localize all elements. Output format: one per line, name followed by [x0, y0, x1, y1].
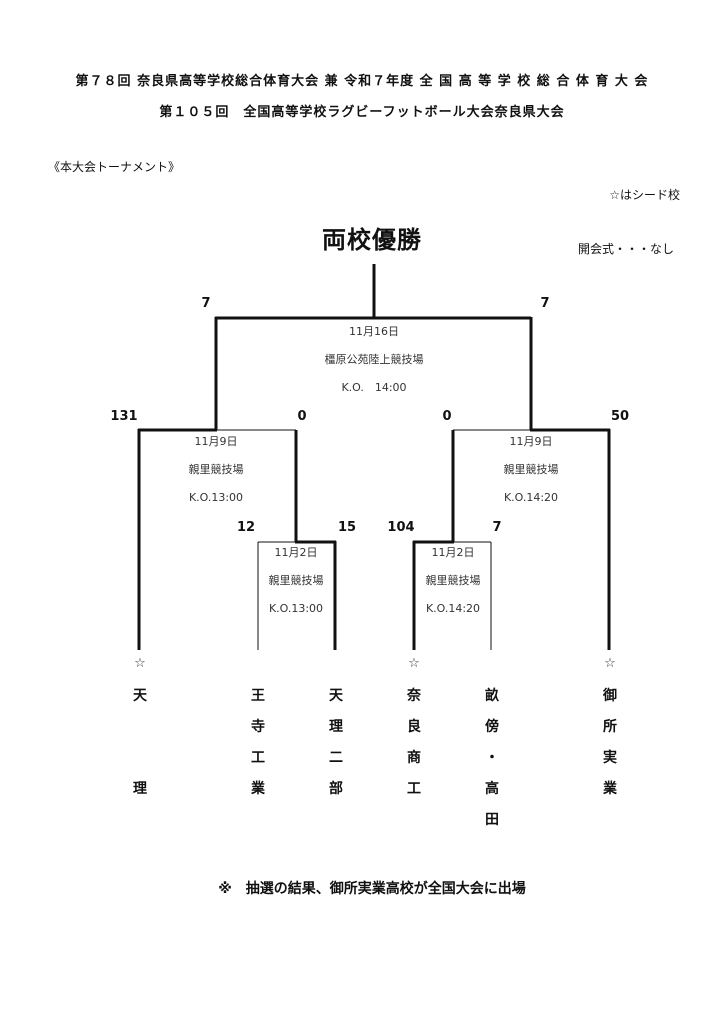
team-char: 実 — [603, 750, 617, 766]
final-date: 11月16日 — [349, 325, 399, 338]
team-char: 奈 — [407, 688, 421, 704]
final-score-right: 7 — [540, 296, 550, 311]
team-char: 天 — [329, 688, 343, 704]
quarter-right-info: 11月2日 親里競技場 K.O.14:20 — [426, 539, 481, 623]
quarter-right-score-left: 104 — [387, 520, 415, 535]
final-venue: 橿原公苑陸上競技場 — [324, 353, 424, 366]
final-score-left: 7 — [201, 296, 211, 311]
team-char: 所 — [603, 719, 617, 735]
team-char: 工 — [251, 750, 265, 766]
semi-left-kickoff: K.O.13:00 — [188, 491, 244, 504]
quarter-left-venue: 親里競技場 — [268, 574, 324, 587]
semi-left-venue: 親里競技場 — [188, 463, 244, 476]
team-nara-shoko: 奈 良 商 工 — [407, 681, 421, 805]
team-ouji-kogyo: 王 寺 工 業 — [251, 681, 265, 805]
team-tenri: 天 理 — [133, 681, 147, 805]
semi-right-info: 11月9日 親里競技場 K.O.14:20 — [504, 428, 559, 512]
quarter-left-score-right: 15 — [337, 520, 357, 535]
team-char: 御 — [603, 688, 617, 704]
team-char: 部 — [329, 781, 343, 797]
final-info: 11月16日 橿原公苑陸上競技場 K.O. 14:00 — [325, 318, 424, 402]
semi-left-score-right: 0 — [297, 409, 307, 424]
team-char: 工 — [407, 781, 421, 797]
quarter-left-date: 11月2日 — [274, 546, 318, 559]
section-label: 《本大会トーナメント》 — [48, 160, 181, 174]
team-char: ・ — [485, 750, 499, 766]
champion-label: 両校優勝 — [322, 226, 422, 254]
team-char: 二 — [329, 750, 343, 766]
quarter-left-info: 11月2日 親里競技場 K.O.13:00 — [269, 539, 324, 623]
semi-left-info: 11月9日 親里競技場 K.O.13:00 — [189, 428, 244, 512]
semi-right-kickoff: K.O.14:20 — [503, 491, 559, 504]
semi-right-venue: 親里競技場 — [503, 463, 559, 476]
team-char: 田 — [485, 812, 499, 828]
semi-left-date: 11月9日 — [194, 435, 238, 448]
tournament-title-line2: 第１０５回 全国高等学校ラグビーフットボール大会奈良県大会 — [159, 105, 565, 120]
seed-note: ☆はシード校 — [609, 188, 680, 202]
semi-right-score-left: 0 — [442, 409, 452, 424]
final-kickoff: K.O. 14:00 — [341, 381, 407, 394]
team-char: 理 — [329, 719, 343, 735]
seed-star-icon: ☆ — [408, 656, 420, 671]
semi-right-date: 11月9日 — [509, 435, 553, 448]
tournament-title-line1: 第７８回 奈良県高等学校総合体育大会 兼 令和７年度 全 国 高 等 学 校 総… — [75, 74, 649, 89]
footer-note: ※ 抽選の結果、御所実業高校が全国大会に出場 — [218, 881, 526, 897]
team-char: 天 — [133, 688, 147, 704]
team-tenri-nibu: 天 理 二 部 — [329, 681, 343, 805]
seed-star-icon: ☆ — [134, 656, 146, 671]
team-char: 商 — [407, 750, 421, 766]
team-char: 王 — [251, 688, 265, 704]
team-char: 業 — [603, 781, 617, 797]
quarter-right-score-right: 7 — [492, 520, 502, 535]
team-unebi-takada: 畝 傍 ・ 高 田 — [485, 681, 499, 836]
team-gose-jitsugyo: 御 所 実 業 — [603, 681, 617, 805]
team-char: 良 — [407, 719, 421, 735]
team-char: 寺 — [251, 719, 265, 735]
team-char: 高 — [485, 781, 499, 797]
quarter-right-kickoff: K.O.14:20 — [425, 602, 481, 615]
quarter-left-kickoff: K.O.13:00 — [268, 602, 324, 615]
ceremony-note: 開会式・・・なし — [577, 242, 674, 256]
semi-left-score-left: 131 — [110, 409, 138, 424]
team-char: 傍 — [485, 719, 499, 735]
team-char: 理 — [133, 781, 147, 797]
quarter-right-venue: 親里競技場 — [425, 574, 481, 587]
team-char: 畝 — [485, 688, 499, 704]
seed-star-icon: ☆ — [604, 656, 616, 671]
semi-right-score-right: 50 — [610, 409, 630, 424]
team-char: 業 — [251, 781, 265, 797]
quarter-left-score-left: 12 — [236, 520, 256, 535]
quarter-right-date: 11月2日 — [431, 546, 475, 559]
